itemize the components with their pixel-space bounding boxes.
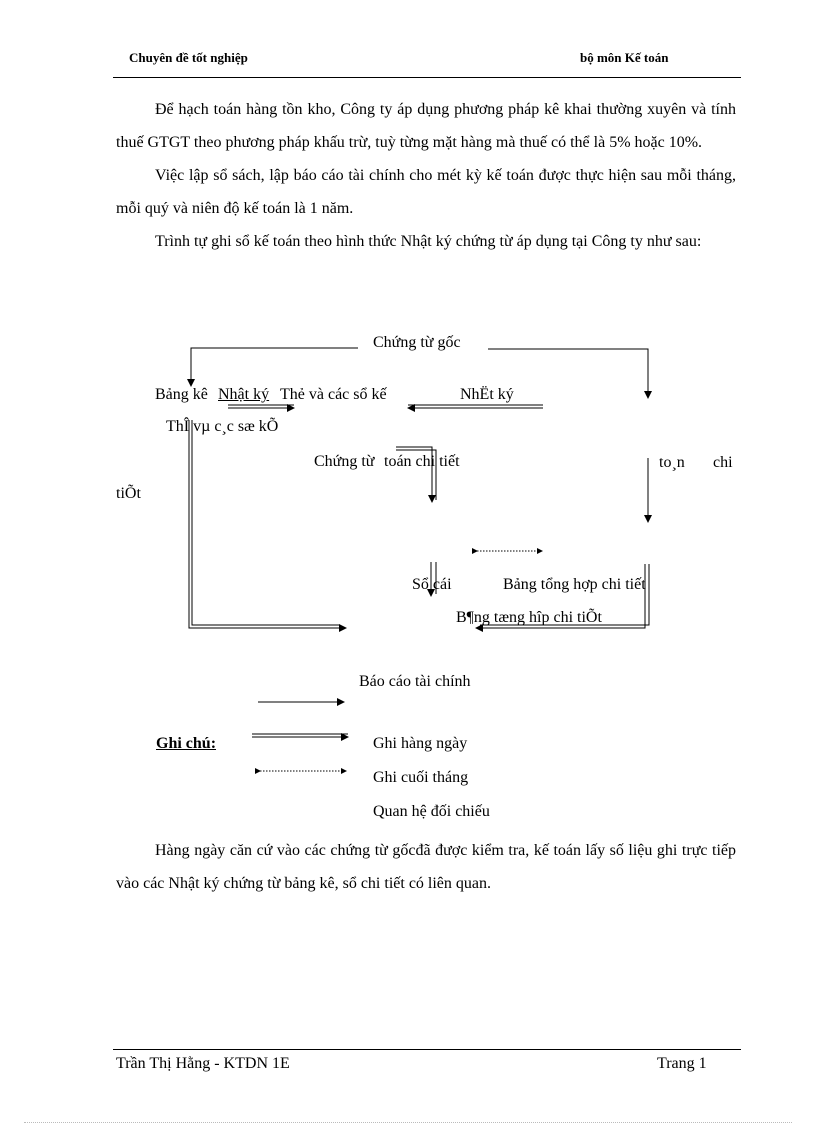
line-left-double-inner	[191, 420, 340, 626]
node-bang-ke: Bảng kê	[155, 386, 208, 403]
line-ctu-outer	[396, 446, 436, 503]
node-toan-chi-tiet: toán chi tiết	[384, 453, 460, 470]
legend-item-daily: Ghi hàng ngày	[373, 735, 468, 752]
paragraph-reporting: Việc lập sổ sách, lập báo cáo tài chính …	[116, 167, 736, 217]
line-right-double-outer	[475, 564, 646, 632]
paragraph-inventory: Để hạch toán hàng tồn kho, Công ty áp dụ…	[116, 101, 736, 151]
node-tiet-garbled: tiÕt	[116, 485, 141, 502]
line-ctu-inner	[396, 449, 437, 500]
footer-rule	[113, 1049, 741, 1050]
footer-right: Trang 1	[657, 1055, 707, 1072]
node-chung-tu-goc: Chứng từ gốc	[373, 334, 461, 351]
node-chung-tu: Chứng từ	[314, 453, 375, 470]
paragraph-sequence: Trình tự ghi sổ kế toán theo hình thức N…	[155, 233, 702, 250]
node-chi: chi	[713, 454, 733, 471]
paragraph-closing: Hàng ngày căn cứ vào các chứng từ gốcđã …	[116, 842, 736, 892]
node-the-garbled: ThÎ vµ c¸c sæ kÕ	[166, 418, 279, 435]
line-goc-right	[488, 348, 652, 399]
node-bang-tong-hop-garbled: B¶ng tæng hîp chi tiÕt	[456, 609, 602, 626]
node-bao-cao: Báo cáo tài chính	[359, 673, 471, 690]
line-right-double-inner	[480, 564, 650, 626]
intro-paragraphs: Để hạch toán hàng tồn kho, Công ty áp dụ…	[116, 93, 736, 258]
node-bang-tong-hop: Bảng tổng hợp chi tiết	[503, 576, 646, 593]
line-left-double-outer	[188, 420, 347, 632]
node-so-cai: Sổ cái	[412, 576, 452, 593]
node-to-n: to¸n	[659, 454, 685, 471]
node-nhat-ky: Nhật ký	[218, 386, 270, 403]
legend-item-monthly: Ghi cuối tháng	[373, 769, 469, 786]
node-the-va-cac-so: Thẻ và các sổ kế	[280, 386, 387, 403]
header-left: Chuyên đề tốt nghiệp	[129, 50, 248, 65]
legend-title: Ghi chú:	[156, 735, 217, 752]
legend-item-reconcile: Quan hệ đối chiếu	[373, 803, 490, 820]
line-goc-left	[187, 347, 358, 387]
node-nhat-ky-garbled: NhËt ký	[460, 386, 514, 403]
header-right: bộ môn Kế toán	[580, 50, 669, 65]
closing-block: Hàng ngày căn cứ vào các chứng từ gốcđã …	[116, 834, 736, 900]
footer-left: Trần Thị Hằng - KTDN 1E	[116, 1055, 290, 1072]
header-rule	[113, 77, 741, 78]
